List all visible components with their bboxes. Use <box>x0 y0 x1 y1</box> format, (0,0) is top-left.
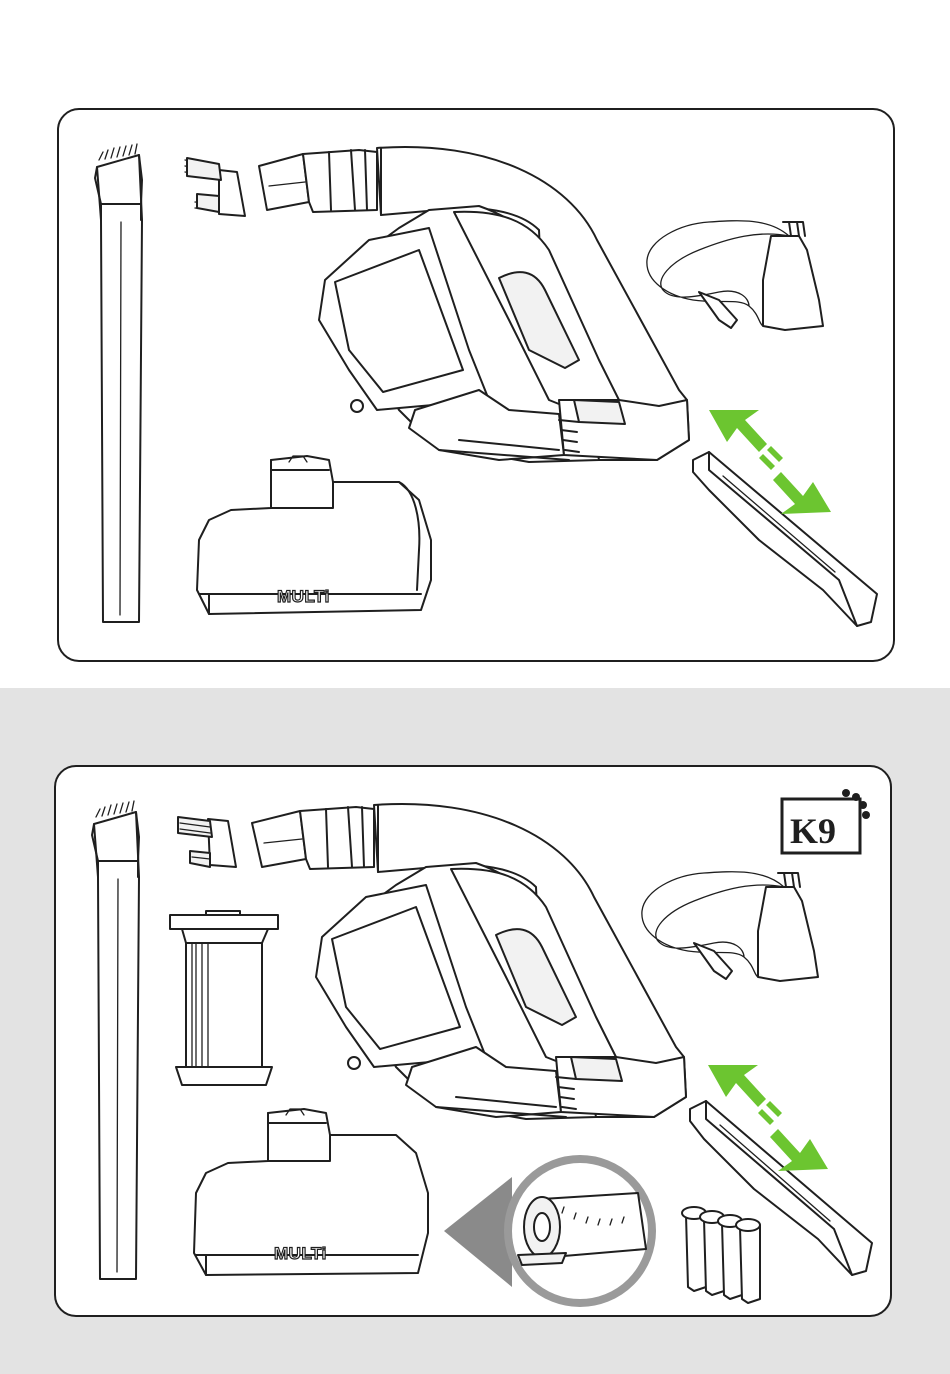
k9-paw-logo-icon: K9 <box>782 789 870 853</box>
arrow-dash-1 <box>759 454 775 470</box>
arrow-head-up <box>708 1065 766 1107</box>
standard-kit-panel: MULTi <box>57 108 895 662</box>
arrow-dash-2 <box>766 1101 782 1117</box>
arrow-dash-1 <box>758 1109 774 1125</box>
extension-wand-icon <box>92 801 139 1279</box>
dusting-brush-icon <box>178 817 236 867</box>
crevice-nozzle-icon <box>259 150 377 212</box>
multi-brush-label: MULTi <box>277 587 330 606</box>
multi-brush-head-icon: MULTi <box>197 456 431 614</box>
k9-kit-illustration: MULTi <box>56 767 894 1319</box>
multi-brush-head-icon: MULTi <box>194 1109 428 1275</box>
filter-icon <box>170 911 278 1085</box>
extension-wand-icon <box>95 144 142 622</box>
crevice-nozzle-icon <box>252 807 374 869</box>
arrow-head-up <box>709 410 767 452</box>
charger-icon <box>647 221 823 330</box>
arrow-head-down <box>773 472 831 514</box>
standard-kit-illustration: MULTi <box>59 110 897 664</box>
brush-roll-detail-icon <box>444 1159 652 1303</box>
multi-brush-label: MULTi <box>274 1244 327 1263</box>
spare-filters-icon <box>682 1207 760 1303</box>
charger-icon <box>642 872 818 981</box>
dusting-brush-icon <box>185 158 245 216</box>
k9-logo-text: K9 <box>790 811 836 851</box>
k9-kit-panel: MULTi <box>54 765 892 1317</box>
arrow-dash-2 <box>767 446 783 462</box>
